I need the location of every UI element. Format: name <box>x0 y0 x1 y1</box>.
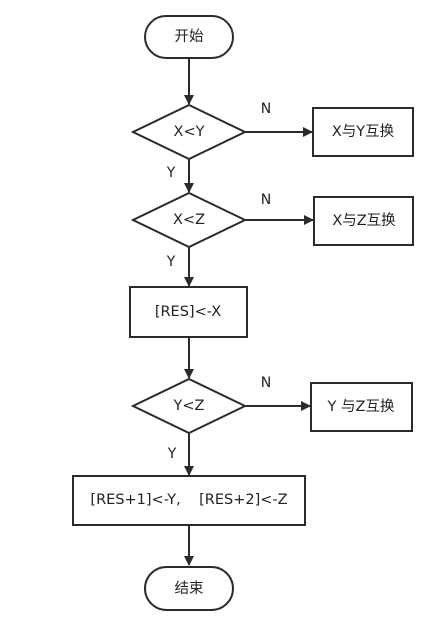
swap-y-z-label: Y 与Z互换 <box>327 398 395 415</box>
no-label-1: N <box>261 101 271 117</box>
no-label-2: N <box>261 192 271 208</box>
process-swap-x-y: X与Y互换 <box>312 107 414 157</box>
decision-x-lt-y: X<Y <box>130 103 248 161</box>
yes-label-2: Y <box>166 254 176 270</box>
decision-x-lt-z: X<Z <box>130 191 248 249</box>
decision-y-lt-z-label: Y<Z <box>173 398 205 414</box>
assign-y-z-label: [RES+1]<-Y, [RES+2]<-Z <box>90 492 287 508</box>
no-label-3: N <box>261 375 271 391</box>
swap-x-y-label: X与Y互换 <box>332 123 395 140</box>
process-swap-y-z: Y 与Z互换 <box>310 382 413 432</box>
decision-x-lt-y-label: X<Y <box>174 124 205 140</box>
start-label: 开始 <box>175 28 204 45</box>
swap-x-z-label: X与Z互换 <box>332 212 396 229</box>
decision-x-lt-z-label: X<Z <box>173 212 205 228</box>
yes-label-1: Y <box>166 165 176 181</box>
process-assign-y-z: [RES+1]<-Y, [RES+2]<-Z <box>72 475 306 526</box>
assign-x-label: [RES]<-X <box>155 304 221 320</box>
process-swap-x-z: X与Z互换 <box>313 196 414 246</box>
yes-label-3: Y <box>167 446 177 462</box>
end-label: 结束 <box>175 580 204 597</box>
process-assign-x: [RES]<-X <box>129 286 248 338</box>
end-node: 结束 <box>144 566 234 611</box>
start-node: 开始 <box>144 15 234 59</box>
decision-y-lt-z: Y<Z <box>130 377 248 435</box>
